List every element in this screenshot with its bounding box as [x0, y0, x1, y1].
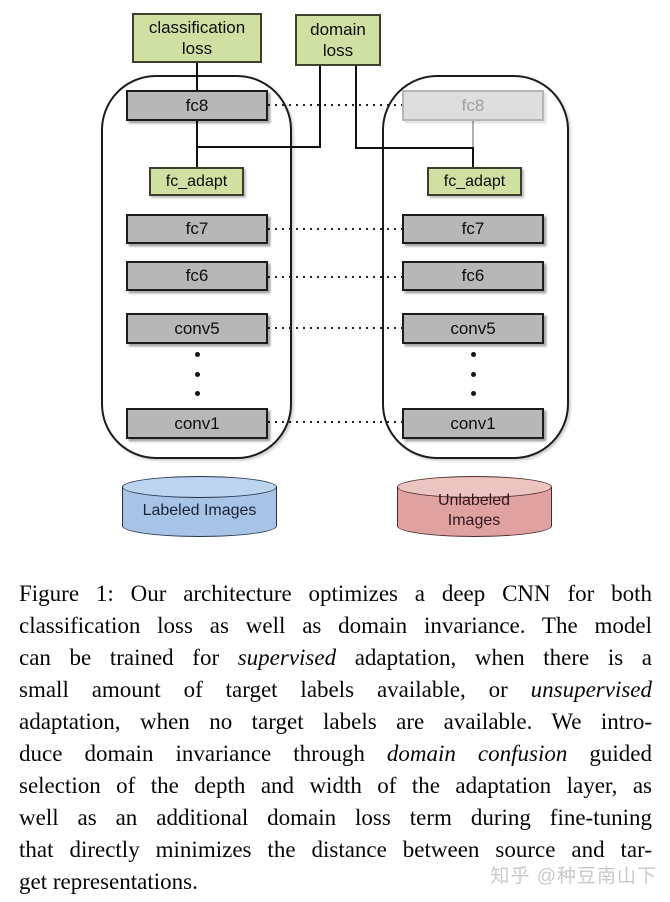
caption-emphasis: domain confusion: [386, 741, 568, 766]
caption-text: adaptation, when there is a: [336, 645, 652, 670]
dot: [470, 371, 476, 377]
target-fc7-layer: fc7: [402, 214, 544, 244]
source-fc7-layer: fc7: [126, 214, 268, 244]
labeled-images-label: Labeled Images: [142, 501, 257, 519]
target-conv5-layer: conv5: [402, 313, 544, 344]
source-ellipsis-dots: [194, 352, 200, 396]
cylinder-top: [122, 476, 277, 498]
caption-text: Figure 1: Our architecture optimizes a d…: [19, 581, 652, 606]
figure-caption: Figure 1: Our architecture optimizes a d…: [19, 578, 652, 898]
caption-text: guided: [567, 741, 652, 766]
connector-lines: [196, 63, 474, 423]
caption-emphasis: unsupervised: [530, 677, 652, 702]
caption-text: well as an additional domain loss term d…: [19, 805, 652, 830]
caption-text: selection of the depth and width of the …: [19, 773, 652, 798]
caption-text: small amount of target labels available,…: [19, 677, 531, 702]
dot: [470, 391, 476, 396]
caption-text: can be trained for: [19, 645, 238, 670]
caption-line: get representations.: [19, 866, 652, 898]
source-conv1-layer: conv1: [126, 408, 268, 439]
caption-text: adaptation, when no target labels are av…: [19, 709, 652, 734]
architecture-diagram: classification loss domain loss fc8 fc_a…: [101, 13, 569, 537]
unlabeled-images-database: Unlabeled Images: [397, 476, 552, 537]
unlabeled-images-label: Unlabeled Images: [437, 491, 511, 529]
cylinder-top: [397, 476, 552, 498]
caption-emphasis: supervised: [237, 645, 337, 670]
caption-text: that directly minimizes the distance bet…: [19, 837, 652, 862]
caption-line: duce domain invariance through domain co…: [19, 738, 652, 770]
caption-text: classification loss as well as domain in…: [19, 613, 652, 638]
caption-line: Figure 1: Our architecture optimizes a d…: [19, 578, 652, 610]
caption-text: duce domain invariance through: [19, 741, 387, 766]
dot: [470, 352, 476, 357]
caption-line: can be trained for supervised adaptation…: [19, 642, 652, 674]
labeled-images-database: Labeled Images: [122, 476, 277, 537]
source-fc6-layer: fc6: [126, 261, 268, 291]
caption-line: small amount of target labels available,…: [19, 674, 652, 706]
target-fc-adapt-layer: fc_adapt: [427, 167, 522, 196]
target-ellipsis-dots: [470, 352, 476, 396]
dot: [194, 391, 200, 396]
domain-loss-box: domain loss: [295, 14, 381, 66]
target-fc6-layer: fc6: [402, 261, 544, 291]
watermark: 知乎 @种豆南山下: [490, 866, 657, 887]
target-fc8-layer-faded: fc8: [402, 90, 544, 121]
source-fc8-layer: fc8: [126, 90, 268, 121]
caption-line: selection of the depth and width of the …: [19, 770, 652, 802]
source-conv5-layer: conv5: [126, 313, 268, 344]
caption-line: well as an additional domain loss term d…: [19, 802, 652, 834]
dot: [194, 352, 200, 357]
caption-text: get representations.: [19, 869, 198, 894]
caption-line: that directly minimizes the distance bet…: [19, 834, 652, 866]
caption-line: adaptation, when no target labels are av…: [19, 706, 652, 738]
target-conv1-layer: conv1: [402, 408, 544, 439]
caption-line: classification loss as well as domain in…: [19, 610, 652, 642]
dot: [194, 371, 200, 377]
classification-loss-box: classification loss: [132, 13, 262, 63]
source-fc-adapt-layer: fc_adapt: [149, 167, 244, 196]
